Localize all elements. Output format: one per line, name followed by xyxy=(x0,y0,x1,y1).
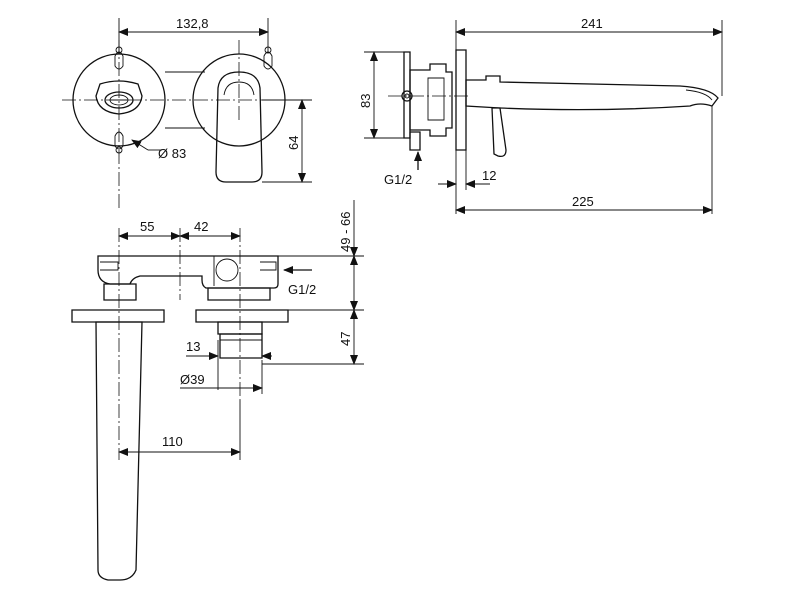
dim-side-height: 83 xyxy=(358,94,373,108)
dim-handle-drop: 64 xyxy=(286,136,301,150)
dim-side-projection: 225 xyxy=(572,194,594,209)
top-spout xyxy=(95,321,143,581)
dim-top-stem: 13 xyxy=(186,339,200,354)
handle-body xyxy=(215,71,263,183)
valve-stem xyxy=(219,333,263,359)
spout-connector xyxy=(103,283,137,301)
aerator xyxy=(104,91,134,109)
valve-body xyxy=(409,63,453,137)
dim-top-spacing: 110 xyxy=(162,434,183,449)
side-view: 241 83 G1/2 12 225 xyxy=(358,16,723,214)
wall-box xyxy=(97,255,279,289)
top-right-rosette xyxy=(195,309,289,323)
dim-front-width: 132,8 xyxy=(176,16,209,31)
top-view: 55 42 49 - 66 G1/2 47 13 Ø39 110 xyxy=(71,200,364,581)
dim-side-gap: 12 xyxy=(482,168,496,183)
dim-top-inlet: G1/2 xyxy=(288,282,316,297)
dim-top-left-offset: 55 xyxy=(140,219,154,234)
left-rosette xyxy=(72,53,166,147)
top-left-rosette xyxy=(71,309,165,323)
front-view: 132,8 Ø 83 64 xyxy=(62,16,312,210)
spout-outlet xyxy=(95,80,143,115)
side-lever xyxy=(491,107,507,158)
dim-top-diameter: Ø39 xyxy=(180,372,205,387)
dim-side-total: 241 xyxy=(581,16,603,31)
side-rosette xyxy=(455,49,467,151)
valve-connector xyxy=(207,287,271,301)
dim-top-depth: 47 xyxy=(338,332,353,346)
dim-top-depth-range: 49 - 66 xyxy=(338,212,353,252)
dim-top-mid-offset: 42 xyxy=(194,219,208,234)
dim-rosette-diameter: Ø 83 xyxy=(158,146,186,161)
dim-side-inlet: G1/2 xyxy=(384,172,412,187)
side-spout xyxy=(465,75,719,111)
inlet-stub xyxy=(409,131,421,151)
